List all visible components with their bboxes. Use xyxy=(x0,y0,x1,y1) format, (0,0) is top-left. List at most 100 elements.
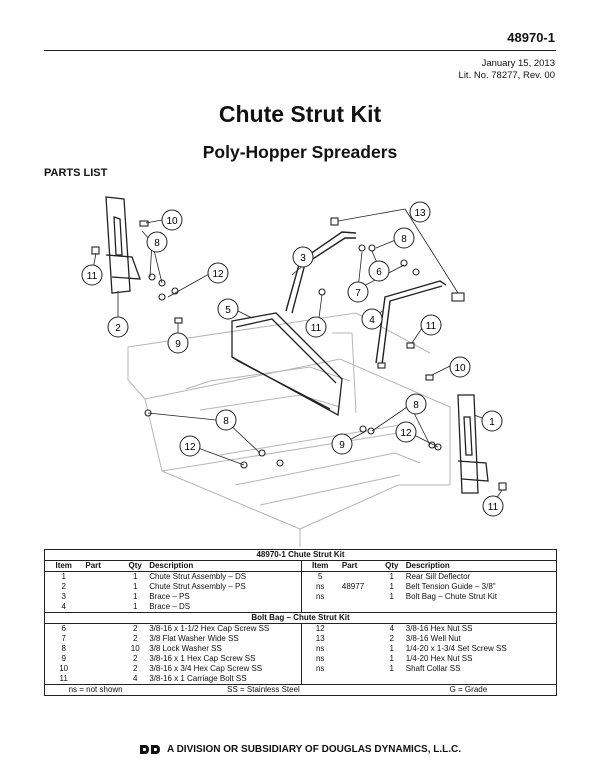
cell-item: 9 xyxy=(44,654,83,664)
page-subtitle: Poly-Hopper Spreaders xyxy=(202,142,398,162)
cell-item: ns xyxy=(315,582,325,591)
cell-desc: Bolt Bag – Chute Strut Kit xyxy=(402,592,557,602)
table-row: 1 1 Chute Strut Assembly – DS 5 1 Rear Sill D… xyxy=(44,571,557,583)
cell-part xyxy=(82,592,124,602)
callout-8-right: 8 xyxy=(405,393,427,415)
legend-grade: G = Grade xyxy=(380,684,557,696)
callout-11-right: 11 xyxy=(420,314,442,336)
cell-item: 7 xyxy=(44,634,83,644)
callout-label: 6 xyxy=(376,267,382,278)
callout-5: 5 xyxy=(217,298,239,320)
cell-qty: 2 xyxy=(132,654,138,663)
cell-part xyxy=(339,592,381,602)
cell-qty: 1 xyxy=(132,592,138,601)
cell-desc: Chute Strut Assembly – DS xyxy=(146,571,302,582)
brace-ds xyxy=(375,280,447,366)
cell-desc: Rear Sill Deflector xyxy=(402,571,557,582)
document-date-block: January 15, 2013 Lit. No. 78277, Rev. 00 xyxy=(459,58,555,82)
cell-item: ns xyxy=(315,654,325,663)
cell-desc: 3/8 Flat Washer Wide SS xyxy=(146,634,302,644)
callout-2: 2 xyxy=(107,316,129,338)
callout-label: 11 xyxy=(426,321,437,332)
callout-8-upper: 8 xyxy=(393,227,415,249)
cell-part xyxy=(338,674,381,685)
chute-strut-assembly-ds xyxy=(457,394,489,494)
bolt-bag-caption: Bolt Bag – Chute Strut Kit xyxy=(44,612,557,624)
cell-part xyxy=(82,644,124,654)
callout-9-right: 9 xyxy=(331,433,353,455)
cell-qty: 1 xyxy=(132,572,138,581)
col-part: Part xyxy=(338,560,381,572)
cell-item: 1 xyxy=(44,571,83,582)
cell-part xyxy=(339,572,381,583)
cell-desc: 3/8-16 x 1 Carriage Bolt SS xyxy=(146,674,302,685)
cell-qty: 1 xyxy=(389,664,394,673)
document-number: 48970-1 xyxy=(507,30,555,45)
cell-desc: 1/4-20 x 1-3/4 Set Screw SS xyxy=(402,644,557,654)
cell-desc: 3/8-16 x 1-1/2 Hex Cap Screw SS xyxy=(146,623,302,634)
callout-13: 13 xyxy=(409,201,431,223)
callout-4: 4 xyxy=(361,308,383,330)
cell-part xyxy=(338,602,381,613)
col-description: Description xyxy=(402,560,557,572)
cell-part xyxy=(82,602,125,613)
chute-strut-assembly-ps xyxy=(105,196,141,294)
col-item: Item xyxy=(301,560,339,572)
callout-11-mid: 11 xyxy=(305,316,327,338)
parts-table-caption: 48970-1 Chute Strut Kit xyxy=(44,549,557,561)
callout-label: 12 xyxy=(212,269,224,280)
callout-label: 2 xyxy=(115,323,121,334)
callout-label: 8 xyxy=(401,234,407,245)
cell-part xyxy=(82,654,124,664)
callout-8-lower: 8 xyxy=(215,409,237,431)
cell-desc: 3/8-16 Hex Nut SS xyxy=(402,623,557,634)
callout-7: 7 xyxy=(347,281,369,303)
callout-10-top: 10 xyxy=(161,209,183,231)
cell-item: ns xyxy=(315,664,325,673)
callout-label: 12 xyxy=(400,428,412,439)
col-qty: Qty xyxy=(124,560,147,572)
cell-part xyxy=(339,644,381,654)
cell-qty: 4 xyxy=(124,674,147,685)
cell-item xyxy=(301,674,339,685)
cell-desc: Belt Tension Guide – 3/8" xyxy=(402,582,557,592)
cell-part xyxy=(82,634,124,644)
callout-12-left: 12 xyxy=(207,262,229,284)
callout-label: 11 xyxy=(87,271,98,282)
cell-item: 6 xyxy=(44,623,83,634)
cell-item: 13 xyxy=(315,634,325,643)
cell-part xyxy=(82,624,124,635)
footer: A DIVISION OR SUBSIDIARY OF DOUGLAS DYNA… xyxy=(0,744,600,755)
footer-text: A DIVISION OR SUBSIDIARY OF DOUGLAS DYNA… xyxy=(166,744,462,756)
cell-item: 5 xyxy=(317,572,323,581)
cell-qty: 2 xyxy=(132,664,138,673)
callout-11-bottom: 11 xyxy=(482,495,504,517)
cell-item: 10 xyxy=(44,664,83,674)
col-description: Description xyxy=(146,560,302,572)
cell-qty xyxy=(380,602,403,613)
col-item: Item xyxy=(44,560,83,572)
cell-item xyxy=(301,602,339,613)
douglas-dynamics-logo-icon xyxy=(139,745,160,754)
cell-qty: 1 xyxy=(124,602,147,613)
callout-1: 1 xyxy=(481,410,503,432)
callout-label: 3 xyxy=(300,253,306,264)
cell-desc: Shaft Collar SS xyxy=(402,664,557,674)
cell-part xyxy=(339,634,381,644)
callout-8-left: 8 xyxy=(146,231,168,253)
parts-table-legend: ns = not shown SS = Stainless Steel G = … xyxy=(44,684,557,696)
cell-qty: 1 xyxy=(389,572,394,581)
cell-desc: Brace – DS xyxy=(146,602,302,613)
legend-stainless: SS = Stainless Steel xyxy=(146,684,381,696)
literature-number: Lit. No. 78277, Rev. 00 xyxy=(458,70,555,81)
cell-item: 4 xyxy=(44,602,83,613)
header-rule xyxy=(44,50,556,51)
cell-qty: 2 xyxy=(132,624,138,633)
